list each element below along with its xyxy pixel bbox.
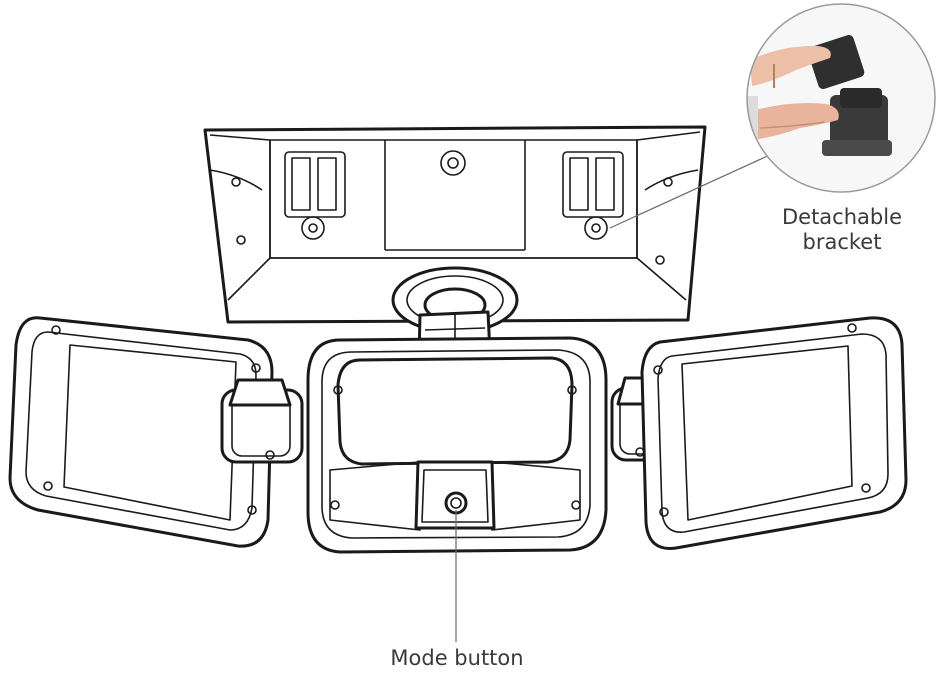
light-head-right [640, 316, 908, 550]
detachable-bracket-label-line1: Detachable [781, 205, 902, 229]
mode-button-housing [414, 460, 496, 530]
detachable-bracket-label-line2: bracket [802, 230, 882, 254]
detachable-bracket-label: Detachable bracket [752, 205, 932, 255]
center-body [306, 336, 608, 554]
mounting-plate [203, 125, 707, 324]
hinge-left [220, 378, 304, 464]
bracket-slot-left [284, 151, 346, 240]
bracket-slot-right [562, 151, 624, 240]
light-head-left [8, 316, 274, 548]
leader-line-bracket [609, 147, 786, 229]
bracket-inset-photo [746, 3, 936, 193]
mode-button-label: Mode button [390, 646, 524, 670]
